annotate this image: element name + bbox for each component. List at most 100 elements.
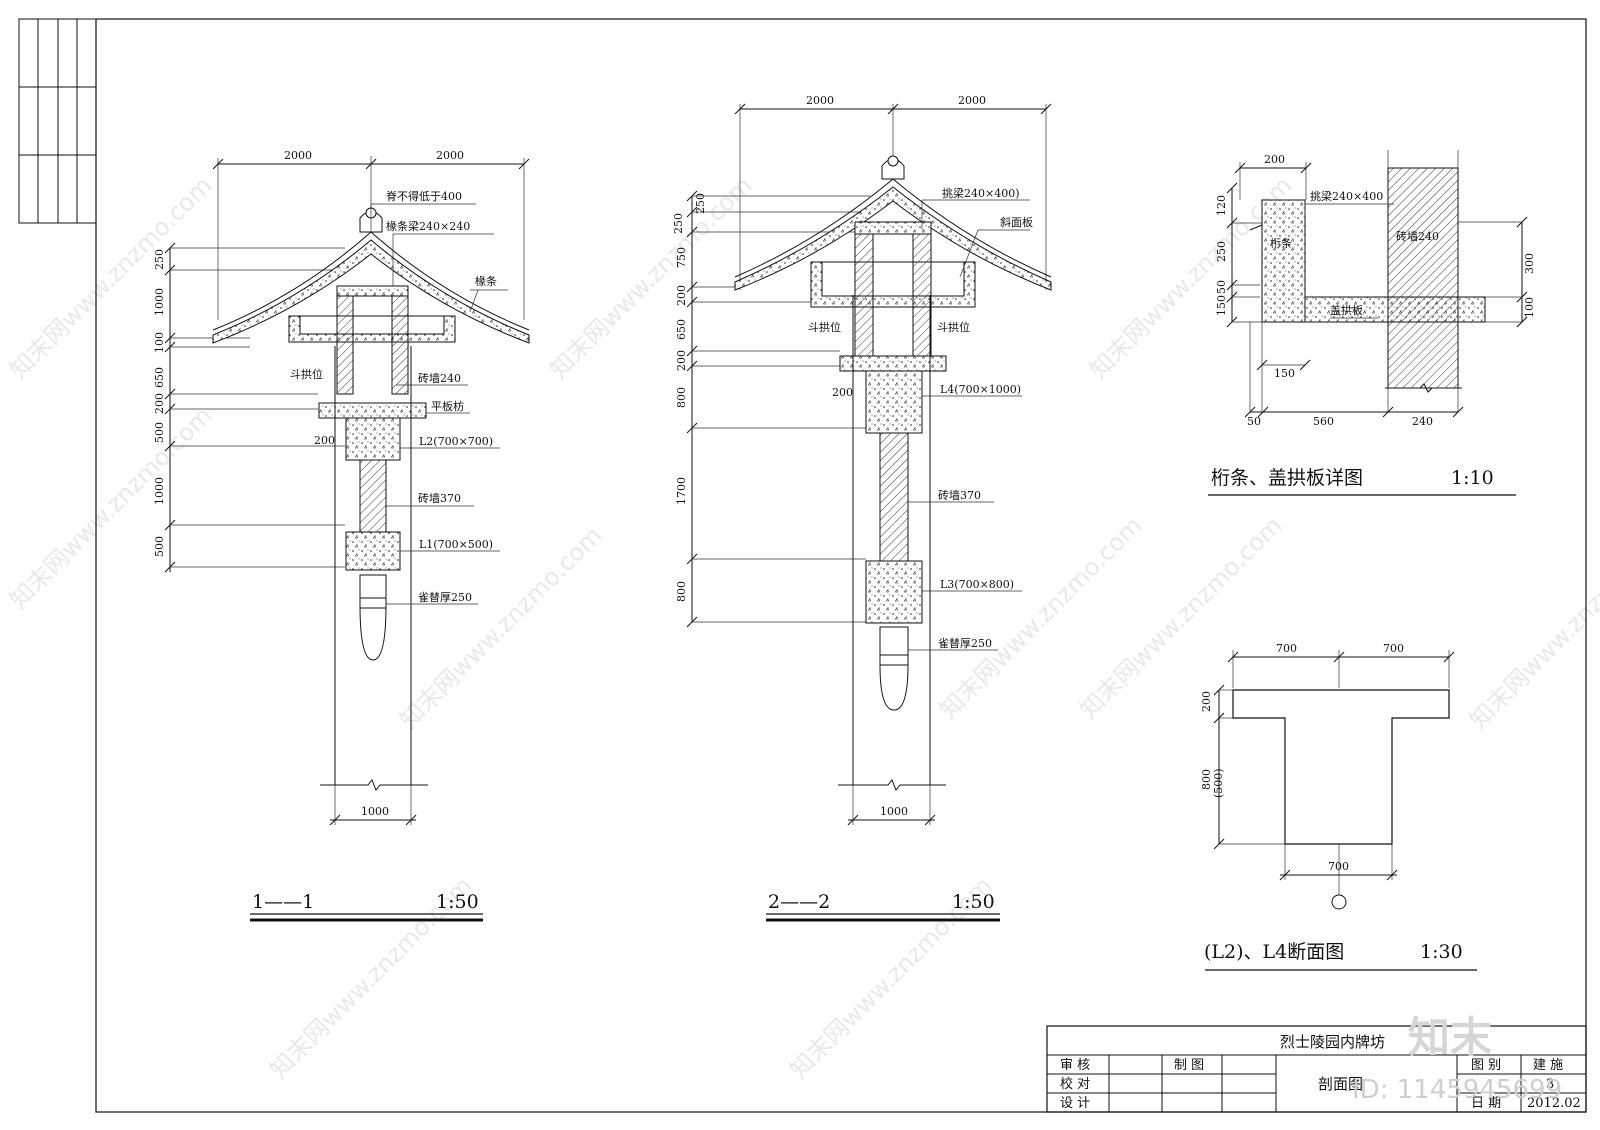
dim-label: 700 [1383, 642, 1404, 655]
label-purlin: 桁条 [1270, 236, 1292, 250]
dim-bottom [329, 785, 417, 826]
dim-label: 200 [1200, 691, 1213, 712]
drafting-label: 制 图 [1174, 1058, 1204, 1073]
title-row-label: 设 计 [1060, 1096, 1090, 1111]
section-2-2: 2000 2000 250 250 750 [672, 94, 1052, 922]
label-l3: L3(700×800) [940, 578, 1014, 591]
dim-label: 150 [1274, 367, 1295, 380]
dim-left [1213, 684, 1285, 850]
dim-label: 100 [1523, 297, 1536, 318]
label-rafter-beam: 椽条梁240×240 [386, 219, 470, 233]
brick-wall-240 [391, 285, 409, 395]
brick-wall-240 [1387, 167, 1459, 389]
brick-wall-240 [336, 285, 354, 395]
detail-scale: 1:30 [1420, 941, 1463, 963]
date-value: 2012.02 [1527, 1096, 1581, 1111]
detail-beam: 700 700 200 800 (500) 700 (L2)、L4断面图 1:3… [1200, 642, 1477, 971]
dim-label: 650 [675, 319, 688, 340]
label-brick240: 砖墙240 [418, 371, 461, 385]
dim-top [1234, 162, 1312, 200]
sheet-border [95, 18, 1587, 1113]
dim-label: 2000 [958, 94, 986, 107]
beam-t-section [1232, 689, 1450, 845]
marker-circle [1331, 894, 1347, 910]
label-plank: 平板枋 [431, 399, 464, 413]
dim-label: 1000 [153, 288, 166, 316]
beam-l2 [345, 417, 401, 461]
dim-label: 250 [1215, 241, 1228, 262]
dim-label: 200 [675, 285, 688, 306]
dim-label: 700 [1276, 642, 1297, 655]
dim-label: 200 [832, 386, 853, 399]
beam-l3 [865, 560, 923, 624]
dim-top [212, 156, 530, 320]
watermark-logo: 知末 ID: 1145945699 [1352, 1013, 1562, 1105]
dim-label: 2000 [806, 94, 834, 107]
beam-l1 [345, 531, 401, 571]
drawing-type: 建 施 [1533, 1058, 1563, 1073]
watermark-text: 知末网www.znzmo.com [544, 171, 757, 384]
drawing-number: 3 [1546, 1077, 1554, 1092]
section-title: 1——1 [252, 891, 314, 913]
detail-title: (L2)、L4断面图 [1204, 941, 1344, 963]
label-cover-board: 盖拱板 [1330, 303, 1363, 317]
dim-label: 1000 [880, 805, 908, 818]
dim-bottom [847, 785, 936, 826]
drawing-type-label: 图 别 [1471, 1058, 1501, 1073]
dim-label: 250 [153, 249, 166, 270]
leaders [1304, 203, 1394, 319]
dim-label: 200 [314, 434, 335, 447]
dim-top [1227, 650, 1455, 688]
dim-label: 800 [675, 387, 688, 408]
label-bracket: 斗拱位 [290, 367, 323, 381]
label-ridge: 脊不得低于400 [386, 189, 462, 203]
date-label: 日 期 [1471, 1096, 1501, 1111]
watermark-text: 知末网www.znzmo.com [1464, 521, 1600, 734]
watermark-text: 知末网www.znzmo.com [4, 401, 217, 614]
dim-label: 800 [1200, 769, 1213, 790]
dim-label: 700 [1328, 860, 1349, 873]
dim-label: 750 [675, 247, 688, 268]
dim-label: 500 [153, 422, 166, 443]
label-l1: L1(700×500) [419, 538, 493, 551]
section-1-1: 2000 2000 250 1000 100 650 [153, 149, 530, 922]
label-l4: L4(700×1000) [940, 383, 1021, 396]
title-row-label: 审 核 [1060, 1058, 1090, 1073]
section-scale: 1:50 [436, 891, 479, 913]
queti-bracket [359, 574, 387, 661]
label-slope-board: 斜面板 [1000, 215, 1033, 229]
label-cantilever: 挑梁240×400 [1310, 189, 1383, 203]
roof [734, 155, 1052, 291]
dim-label: 100 [153, 332, 166, 353]
label-brick370: 砖墙370 [418, 491, 461, 505]
label-brick240: 砖墙240 [1396, 229, 1439, 243]
dim-left [164, 242, 345, 573]
dim-label: 200 [1264, 153, 1285, 166]
dim-label: 1000 [361, 805, 389, 818]
dim-label: 200 [153, 393, 166, 414]
title-block: 烈士陵园内牌坊 审 核 校 对 设 计 制 图 剖面图 图 别 建 施 3 日 … [1046, 1025, 1587, 1113]
label-queti: 雀替厚250 [938, 636, 992, 650]
dim-left [686, 190, 870, 628]
label-cantilever: 挑梁240×400) [942, 186, 1020, 200]
section-title: 2——2 [768, 891, 830, 913]
detail-scale: 1:10 [1451, 467, 1494, 489]
beam-l4 [865, 370, 923, 434]
logo-text: 知末 [1408, 1013, 1492, 1062]
brick-wall-240 [854, 221, 874, 358]
leaders [908, 199, 1030, 651]
leaders [370, 203, 508, 605]
dim-label: 200 [675, 350, 688, 371]
detail-purlin: 200 120 250 50 150 [1208, 150, 1536, 496]
dim-label: 120 [1215, 195, 1228, 216]
dim-label: 50 [1247, 415, 1261, 428]
dim-label: 250 [672, 213, 685, 234]
dim-label: 50 [1215, 280, 1228, 294]
dim-label: 1700 [675, 477, 688, 505]
dim-label: 500 [153, 536, 166, 557]
label-queti: 雀替厚250 [418, 590, 472, 604]
queti-bracket [879, 626, 909, 711]
brick-wall-370 [359, 459, 387, 533]
dim-bottom [1244, 322, 1464, 418]
